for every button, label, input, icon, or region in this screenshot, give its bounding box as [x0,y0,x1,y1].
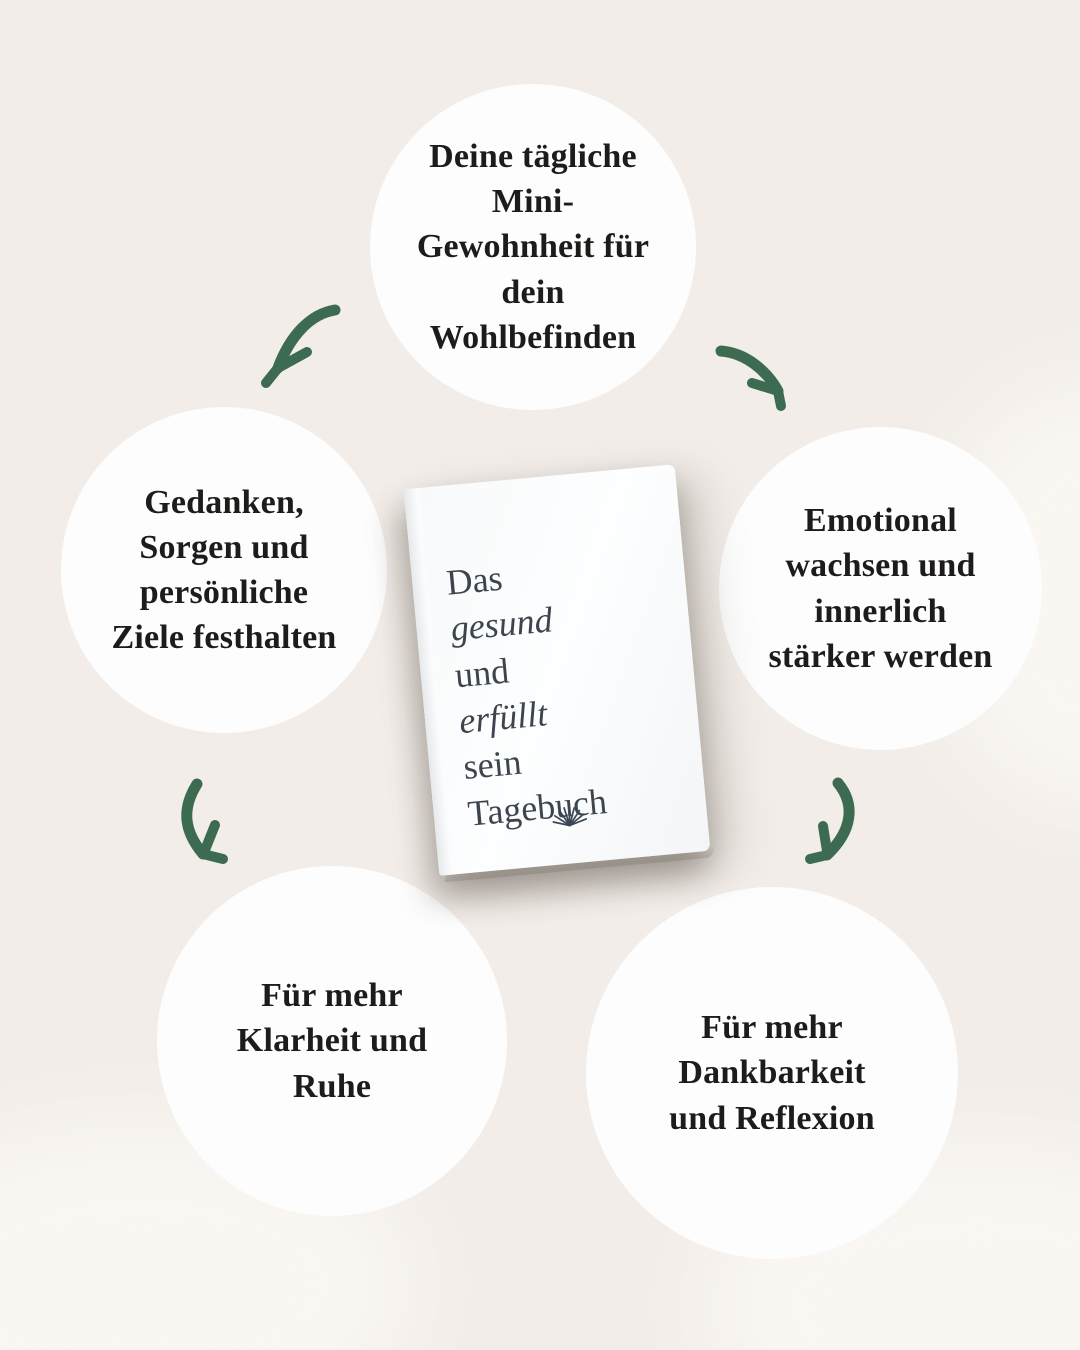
benefit-text-right: Emotional wachsen und innerlich stärker … [768,502,993,675]
benefit-circle-bottom-right: Für mehr Dankbarkeit und Reflexion [586,887,958,1259]
benefit-text-bottom-right: Für mehr Dankbarkeit und Reflexion [669,1009,875,1137]
benefit-text-top: Deine tägliche Mini- Gewohnheit für dein… [416,137,650,356]
curved-arrow-down-icon [181,778,228,864]
benefit-text-left: Gedanken, Sorgen und persönliche Ziele f… [111,483,337,657]
curved-arrow-down-left-icon [261,304,341,388]
benefit-text-bottom-left: Für mehr Klarheit und Ruhe [236,977,428,1105]
benefit-circle-bottom-left: Für mehr Klarheit und Ruhe [157,866,507,1216]
book-cover: Das gesund und erfüllt sein Tagebuch [403,464,711,876]
fan-icon [552,805,588,827]
book-title: Das gesund und erfüllt sein Tagebuch [444,547,609,837]
curved-arrow-down-right-icon [715,345,786,411]
benefit-circle-top: Deine tägliche Mini- Gewohnheit für dein… [370,84,696,410]
journal-book: Das gesund und erfüllt sein Tagebuch [403,464,715,883]
benefit-circle-right: Emotional wachsen und innerlich stärker … [719,427,1042,750]
curved-arrow-down-icon [805,777,855,864]
benefit-circle-left: Gedanken, Sorgen und persönliche Ziele f… [61,407,387,733]
